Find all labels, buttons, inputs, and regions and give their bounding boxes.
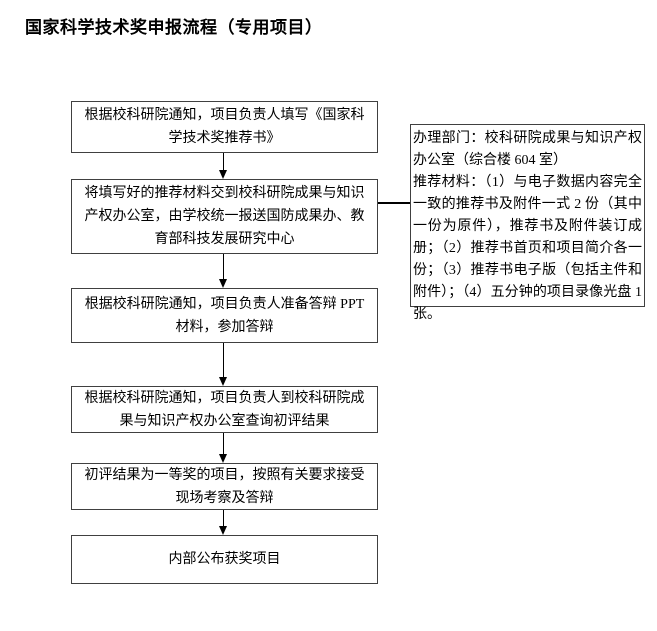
side-note-materials: 推荐材料：（1）与电子数据内容完全一致的推荐书及附件一式 2 份（其中一份为原件… — [413, 175, 642, 322]
flow-step-6-text: 内部公布获奖项目 — [168, 552, 281, 567]
down-arrow-3 — [219, 343, 228, 386]
flow-step-4: 根据校科研院通知，项目负责人到校科研院成果与知识产权办公室查询初评结果 — [71, 386, 378, 433]
flow-step-1-text: 根据校科研院通知，项目负责人填写《国家科学技术奖推荐书》 — [84, 108, 365, 146]
flow-step-1: 根据校科研院通知，项目负责人填写《国家科学技术奖推荐书》 — [71, 101, 378, 153]
flow-step-2: 将填写好的推荐材料交到校科研院成果与知识产权办公室，由学校统一报送国防成果办、教… — [71, 179, 378, 254]
flow-step-2-text: 将填写好的推荐材料交到校科研院成果与知识产权办公室，由学校统一报送国防成果办、教… — [84, 186, 365, 247]
connector-line — [378, 202, 410, 204]
down-arrow-4 — [219, 433, 228, 463]
flow-step-5: 初评结果为一等奖的项目，按照有关要求接受现场考察及答辩 — [71, 463, 378, 510]
flow-step-5-text: 初评结果为一等奖的项目，按照有关要求接受现场考察及答辩 — [84, 467, 365, 506]
down-arrow-5 — [219, 510, 228, 535]
flow-step-3: 根据校科研院通知，项目负责人准备答辩 PPT 材料，参加答辩 — [71, 288, 378, 343]
flow-step-6: 内部公布获奖项目 — [71, 535, 378, 584]
side-note-box: 办理部门：校科研院成果与知识产权办公室（综合楼 604 室） 推荐材料：（1）与… — [410, 124, 645, 322]
flow-step-3-text: 根据校科研院通知，项目负责人准备答辩 PPT 材料，参加答辩 — [84, 296, 365, 335]
page-title: 国家科学技术奖申报流程（专用项目） — [25, 18, 323, 37]
down-arrow-1 — [219, 153, 228, 179]
flow-step-4-text: 根据校科研院通知，项目负责人到校科研院成果与知识产权办公室查询初评结果 — [84, 390, 365, 429]
down-arrow-2 — [219, 254, 228, 288]
side-note-department: 办理部门：校科研院成果与知识产权办公室（综合楼 604 室） — [413, 131, 642, 168]
